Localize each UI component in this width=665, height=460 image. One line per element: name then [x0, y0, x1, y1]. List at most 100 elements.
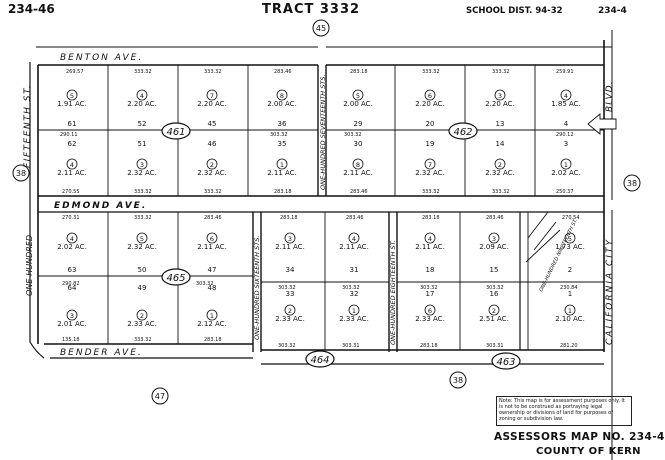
lot-parcel: 42.11 AC.31	[339, 232, 369, 274]
svg-text:1.85 AC.: 1.85 AC.	[551, 100, 581, 108]
svg-text:5: 5	[356, 92, 360, 100]
dimension-label: 283.18	[422, 215, 440, 221]
svg-text:52: 52	[138, 120, 147, 128]
svg-text:2.51 AC.: 2.51 AC.	[479, 315, 509, 323]
svg-text:6: 6	[428, 92, 432, 100]
svg-text:2.32 AC.: 2.32 AC.	[485, 169, 515, 177]
svg-text:2.20 AC.: 2.20 AC.	[127, 100, 157, 108]
route-marker-right: 38	[623, 174, 641, 192]
block-465: 465	[161, 268, 191, 286]
svg-text:2: 2	[492, 307, 496, 315]
dimension-label: 283.46	[204, 215, 222, 221]
svg-text:8: 8	[356, 161, 360, 169]
svg-text:64: 64	[68, 284, 77, 292]
svg-text:45: 45	[316, 24, 326, 33]
svg-text:35: 35	[278, 140, 287, 148]
svg-text:1.91 AC.: 1.91 AC.	[57, 100, 87, 108]
dimension-label: 290.12	[556, 132, 574, 138]
school-district: SCHOOL DIST. 94-32	[466, 6, 563, 16]
lot-parcel: 312.02 AC.	[551, 140, 581, 177]
svg-text:19: 19	[426, 140, 435, 148]
svg-text:14: 14	[496, 140, 505, 148]
dimension-label: 283.46	[486, 215, 504, 221]
dimension-label: 270.54	[562, 215, 580, 221]
lot-parcel: 112.10 AC.	[555, 290, 585, 323]
svg-text:49: 49	[138, 284, 147, 292]
svg-text:48: 48	[208, 284, 217, 292]
svg-text:6: 6	[428, 307, 432, 315]
block-461: 461	[161, 122, 191, 140]
route-marker-bottom-mid: 38	[449, 371, 467, 389]
svg-text:7: 7	[428, 161, 432, 169]
svg-text:2.33 AC.: 2.33 AC.	[127, 320, 157, 328]
county-name: COUNTY OF KERN	[536, 446, 641, 457]
svg-text:47: 47	[155, 392, 165, 401]
svg-text:2.00 AC.: 2.00 AC.	[343, 100, 373, 108]
street-one-hundred: ONE-HUNDRED	[25, 235, 34, 296]
svg-text:2.01 AC.: 2.01 AC.	[57, 320, 87, 328]
dimension-label: 303.32	[270, 132, 288, 138]
lot-parcel: 52.32 AC.50	[127, 232, 157, 274]
book-page-number: 234-46	[8, 2, 55, 16]
dimension-label: 270.55	[62, 189, 80, 195]
street-bender-ave: BENDER AVE.	[60, 348, 143, 358]
svg-text:5: 5	[140, 235, 144, 243]
svg-text:3: 3	[492, 235, 496, 243]
svg-text:2.11 AC.: 2.11 AC.	[343, 169, 373, 177]
lot-parcel: 62.11 AC.47	[197, 232, 227, 274]
block-463: 463	[491, 352, 521, 370]
dimension-label: 281.20	[560, 343, 578, 349]
svg-text:2: 2	[140, 312, 144, 320]
lot-parcel: 62.20 AC.20	[415, 89, 445, 128]
svg-text:3: 3	[70, 312, 74, 320]
svg-text:50: 50	[138, 266, 147, 274]
svg-text:1: 1	[568, 290, 572, 298]
svg-text:2.02 AC.: 2.02 AC.	[551, 169, 581, 177]
dimension-label: 259.91	[556, 69, 574, 75]
dimension-label: 333.32	[134, 69, 152, 75]
svg-text:15: 15	[490, 266, 499, 274]
svg-text:33: 33	[286, 290, 295, 298]
dimension-label: 333.32	[422, 69, 440, 75]
street-blvd: BLVD.	[605, 81, 615, 112]
svg-text:5: 5	[568, 235, 572, 243]
dimension-label: 283.18	[274, 189, 292, 195]
svg-text:2.09 AC.: 2.09 AC.	[479, 243, 509, 251]
svg-text:2.11 AC.: 2.11 AC.	[339, 243, 369, 251]
right-page-ref: 234-4	[598, 6, 627, 16]
svg-text:4: 4	[352, 235, 356, 243]
svg-text:2: 2	[288, 307, 292, 315]
svg-text:3: 3	[498, 92, 502, 100]
svg-text:61: 61	[68, 120, 77, 128]
dimension-labels: 269.57 333.32 333.32 283.46 283.18 333.3…	[60, 69, 580, 349]
svg-text:2.33 AC.: 2.33 AC.	[339, 315, 369, 323]
svg-text:38: 38	[453, 376, 463, 385]
svg-text:2.02 AC.: 2.02 AC.	[57, 243, 87, 251]
svg-text:4: 4	[70, 161, 74, 169]
dimension-label: 283.18	[420, 343, 438, 349]
svg-text:464: 464	[310, 355, 329, 366]
dimension-label: 303.32	[344, 132, 362, 138]
svg-text:36: 36	[278, 120, 287, 128]
street-california-city: CALIFORNIA CITY	[605, 238, 615, 345]
svg-text:2: 2	[210, 161, 214, 169]
svg-text:3: 3	[288, 235, 292, 243]
svg-text:463: 463	[496, 357, 515, 368]
block-462: 462	[448, 122, 478, 140]
dimension-label: 283.18	[204, 337, 222, 343]
dimension-label: 283.46	[350, 189, 368, 195]
lot-parcel: 49 22.33 AC.	[127, 284, 157, 328]
lot-parcel: 32.09 AC. 15	[479, 232, 509, 274]
svg-text:2.32 AC.: 2.32 AC.	[127, 169, 157, 177]
street-sixteenth: ONE-HUNDRED SIXTEENTH STS.	[253, 236, 261, 340]
dimension-label: 303.32	[278, 285, 296, 291]
dimension-label: 290.82	[62, 281, 80, 287]
svg-text:1: 1	[352, 307, 356, 315]
svg-text:2.20 AC.: 2.20 AC.	[197, 100, 227, 108]
svg-text:62: 62	[68, 140, 77, 148]
svg-text:2.20 AC.: 2.20 AC.	[485, 100, 515, 108]
svg-text:3: 3	[564, 140, 568, 148]
